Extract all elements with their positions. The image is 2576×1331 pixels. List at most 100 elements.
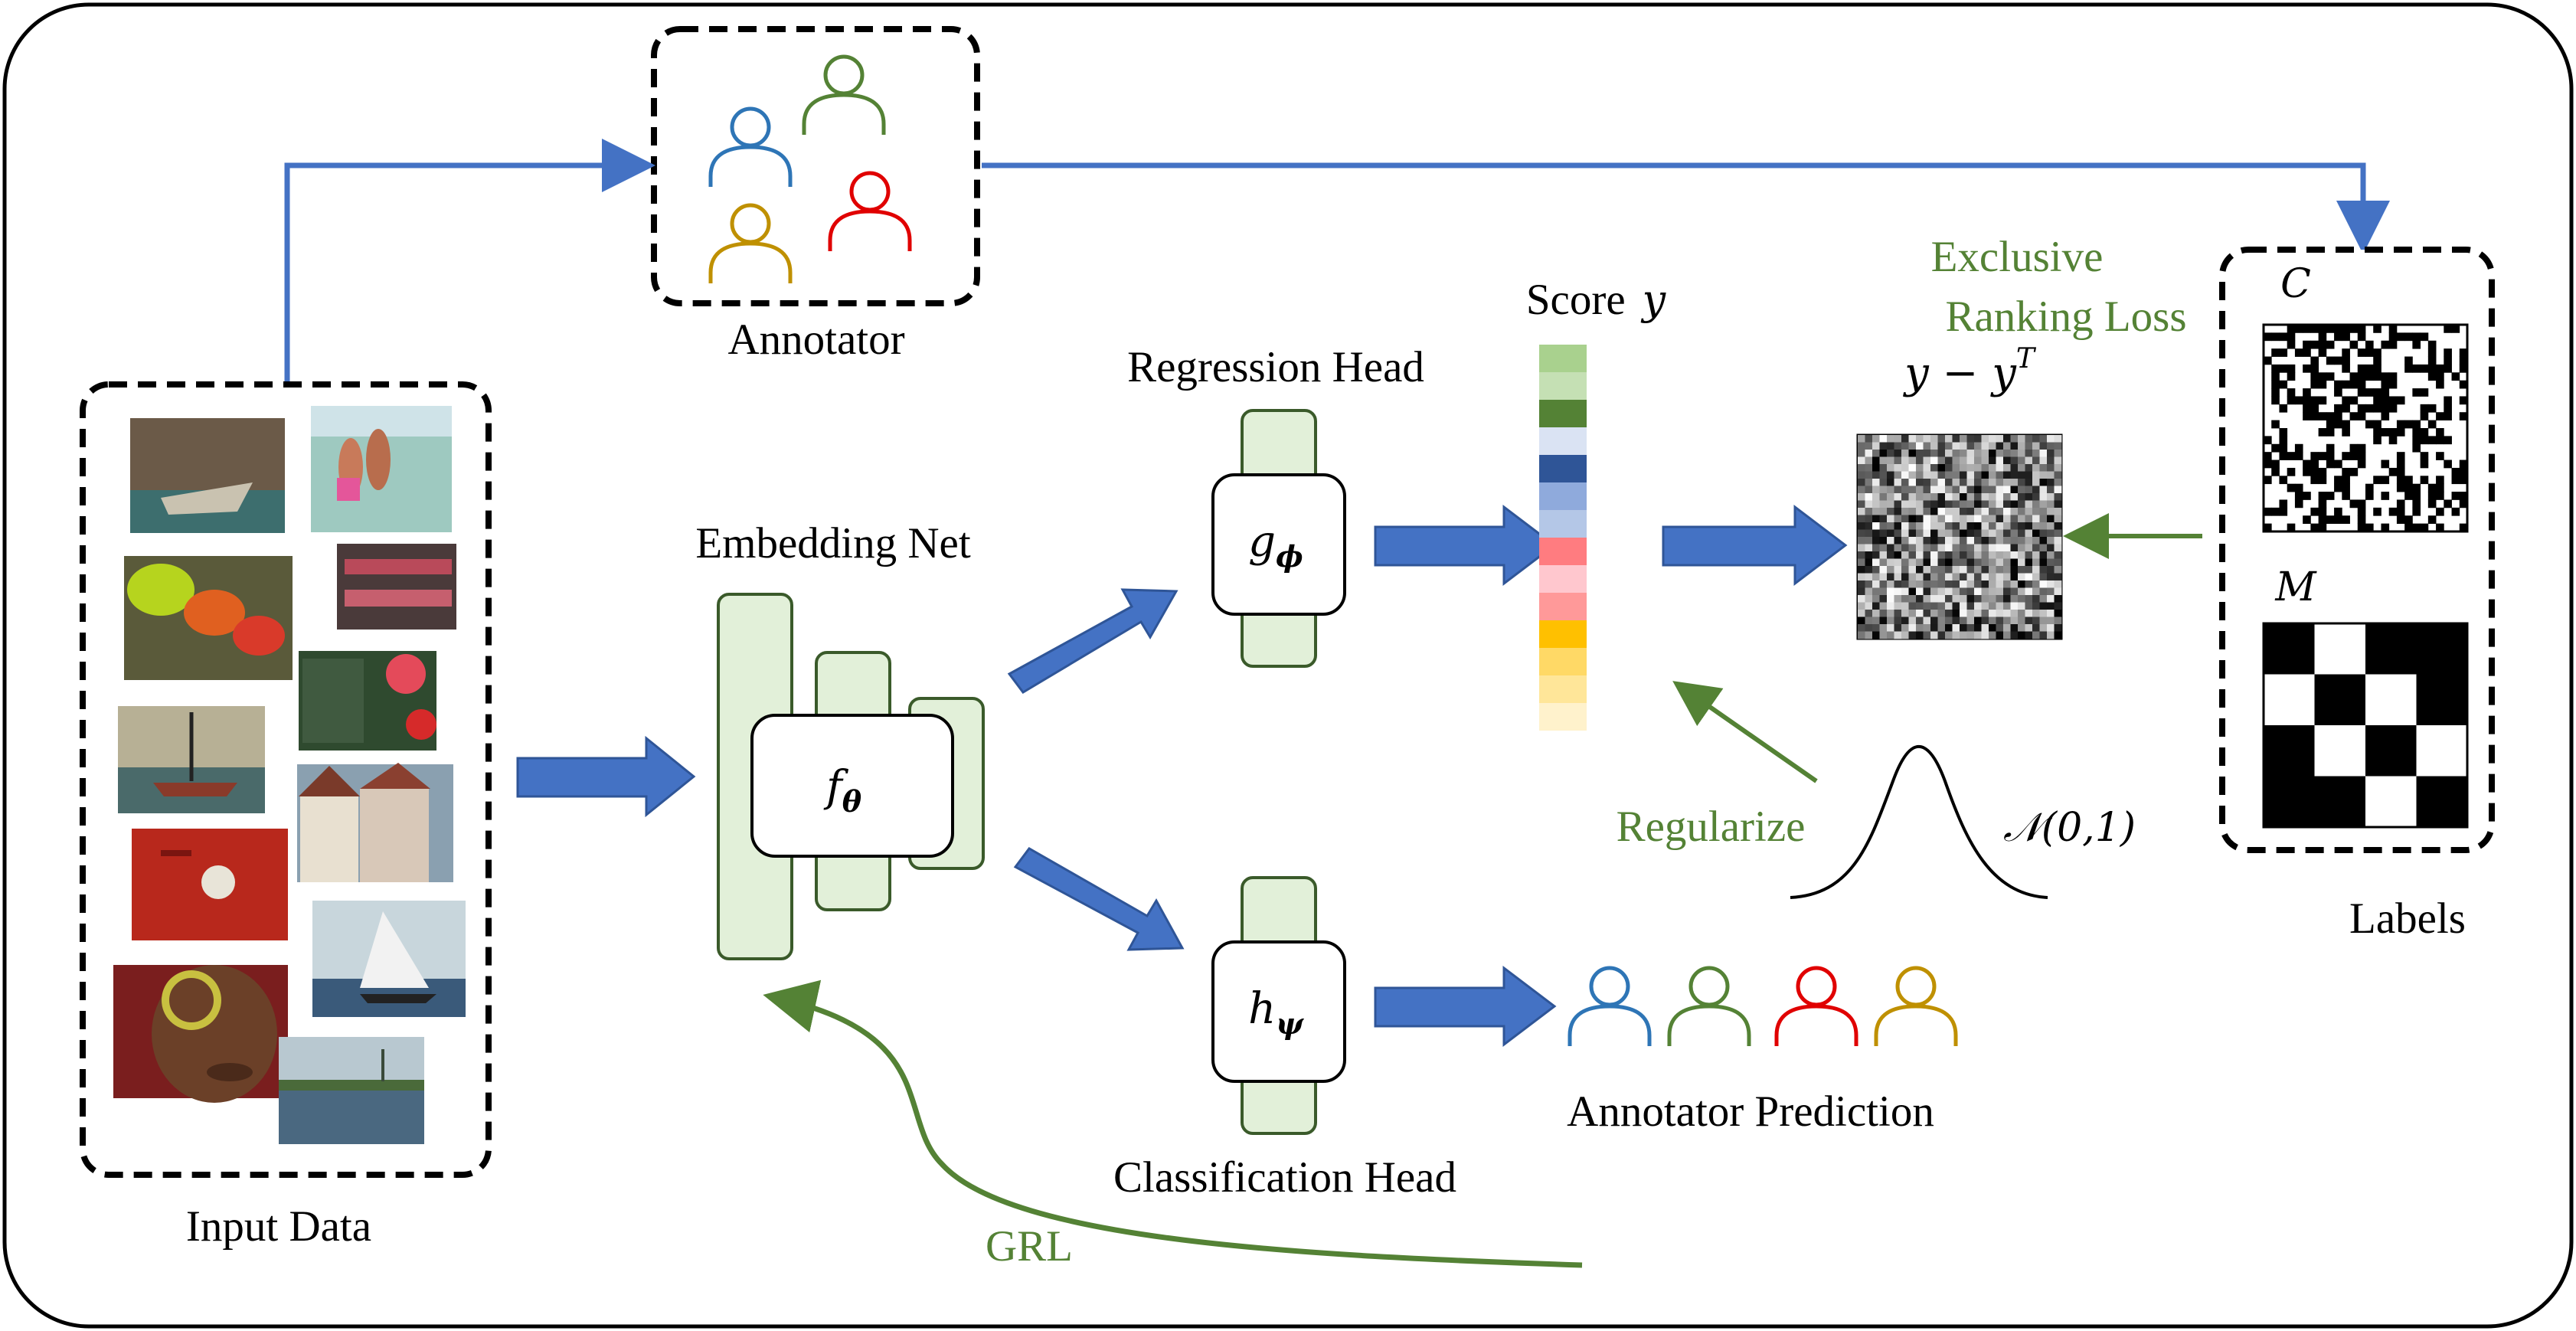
annotator-prediction-label: Annotator Prediction (1567, 1087, 1934, 1136)
score-segment (1539, 593, 1587, 620)
regularize-label: Regularize (1617, 803, 1806, 851)
score-segment (1539, 565, 1587, 593)
image-thumbnail (312, 901, 466, 1017)
grl-arrow (763, 979, 1583, 1268)
m-matrix-cell (2365, 776, 2417, 827)
person-icon (1874, 966, 1958, 1046)
score-segment (1539, 400, 1587, 427)
annotator-icons (708, 54, 912, 283)
annotator-prediction-group: Annotator Prediction (1567, 966, 1958, 1136)
m-matrix-cell (2264, 776, 2315, 827)
m-matrix-cell (2365, 623, 2417, 675)
regression-head-label: Regression Head (1127, 343, 1424, 391)
c-matrix-pattern (2264, 325, 2468, 532)
person-icon (708, 106, 793, 187)
labels-group: C M Labels (2219, 247, 2495, 943)
person-icon (1774, 966, 1858, 1046)
embedding-net-label: Embedding Net (695, 519, 971, 567)
image-thumbnail (297, 763, 453, 882)
embedding-to-classification-arrow (1013, 847, 1185, 951)
image-thumbnail (130, 418, 285, 533)
image-thumbnail (299, 651, 436, 751)
classification-head: hψ Classification Head (1113, 876, 1456, 1202)
score-segment (1539, 675, 1587, 703)
exclusive-label-line2: Ranking Loss (1945, 293, 2186, 341)
m-matrix-cell (2416, 725, 2467, 777)
m-matrix-cell (2314, 725, 2365, 777)
image-thumbnail (118, 706, 265, 813)
classification-to-prediction-arrow (1374, 965, 1557, 1048)
residual-matrix-noise (1858, 435, 2062, 639)
input-data-group: Input Data (80, 381, 492, 1251)
score-to-loss-arrow (1662, 504, 1848, 587)
annotator-to-labels-arrow (982, 162, 2390, 254)
normal-label: 𝒩(0,1) (2003, 805, 2136, 851)
g-phi-box (1211, 473, 1346, 616)
score-segment (1539, 345, 1587, 372)
m-matrix-cell (2264, 623, 2315, 675)
regression-to-score-arrow (1374, 504, 1557, 587)
score-bar (1539, 345, 1587, 731)
h-psi-box (1211, 940, 1346, 1083)
score-segment (1539, 648, 1587, 675)
annotator-group: Annotator (651, 26, 980, 364)
embedding-to-regression-arrow (1007, 588, 1178, 694)
h-psi-label: hψ (1248, 984, 1304, 1041)
person-icon (828, 171, 912, 251)
m-matrix-cell (2314, 674, 2365, 725)
regression-head: gϕ Regression Head (1127, 343, 1424, 668)
input-images (113, 406, 466, 1144)
predicted-annotator-icons (1568, 966, 1958, 1046)
classification-head-label: Classification Head (1113, 1153, 1456, 1202)
person-icon (1568, 966, 1652, 1046)
image-thumbnail (279, 1037, 424, 1144)
image-thumbnail (113, 965, 288, 1103)
grl-label: GRL (986, 1222, 1073, 1270)
regularize-arrow (1672, 681, 1818, 783)
score-segment (1539, 455, 1587, 482)
image-thumbnail (132, 829, 288, 940)
residual-group: y − yT Exclusive Ranking Loss (1856, 233, 2187, 640)
input-to-embedding-arrow (516, 735, 696, 818)
f-theta-label: fθ (823, 762, 862, 819)
person-icon (1667, 966, 1751, 1046)
input-data-label: Input Data (186, 1202, 371, 1251)
embedding-net: fθ Embedding Net (695, 519, 985, 960)
f-theta-box (750, 714, 954, 858)
c-label: C (2280, 261, 2311, 307)
score-segment (1539, 427, 1587, 455)
image-thumbnail (311, 406, 452, 532)
m-matrix-cell (2264, 725, 2315, 777)
m-matrix-cell (2365, 674, 2417, 725)
residual-label: y − yT (1902, 343, 2037, 398)
g-phi-label: gϕ (1248, 517, 1303, 574)
m-matrix-cell (2416, 674, 2467, 725)
score-segment (1539, 538, 1587, 565)
m-matrix (2262, 622, 2469, 829)
m-matrix-cell (2314, 623, 2365, 675)
m-matrix-cell (2416, 623, 2467, 675)
regularize-group: 𝒩(0,1) Regularize (1617, 681, 2136, 899)
annotator-box (651, 26, 980, 306)
m-label: M (2274, 564, 2317, 610)
score-segment (1539, 510, 1587, 538)
input-to-annotator-arrow (284, 139, 655, 383)
annotator-label: Annotator (727, 316, 904, 364)
score-segment (1539, 703, 1587, 731)
m-matrix-cell (2264, 674, 2315, 725)
person-icon (708, 203, 793, 283)
m-matrix-cell (2416, 776, 2467, 827)
normal-distribution-curve (1790, 744, 2048, 899)
score-segment (1539, 482, 1587, 510)
labels-label: Labels (2349, 894, 2466, 943)
image-thumbnail (337, 544, 456, 630)
m-matrix-cell (2314, 776, 2365, 827)
score-segment (1539, 620, 1587, 648)
image-thumbnail (124, 556, 293, 680)
exclusive-label-line1: Exclusive (1931, 233, 2104, 281)
person-icon (802, 54, 886, 135)
score-segment (1539, 372, 1587, 400)
